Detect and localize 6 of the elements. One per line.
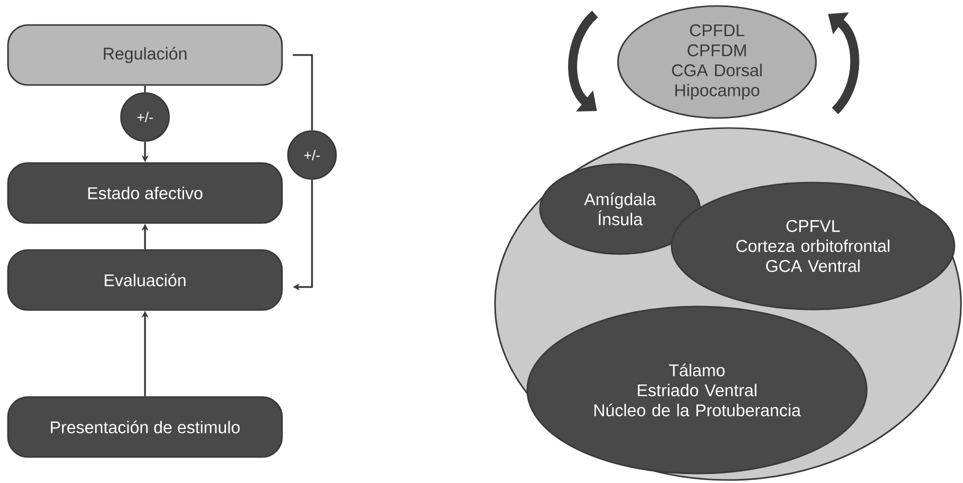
process-box: Estado afectivo [7,162,283,224]
process-box: Presentación de estimulo [7,396,283,458]
connector-line [292,54,313,130]
process-box: Evaluación [7,249,283,311]
process-box: Regulación [7,24,283,86]
connector-line [144,86,146,92]
